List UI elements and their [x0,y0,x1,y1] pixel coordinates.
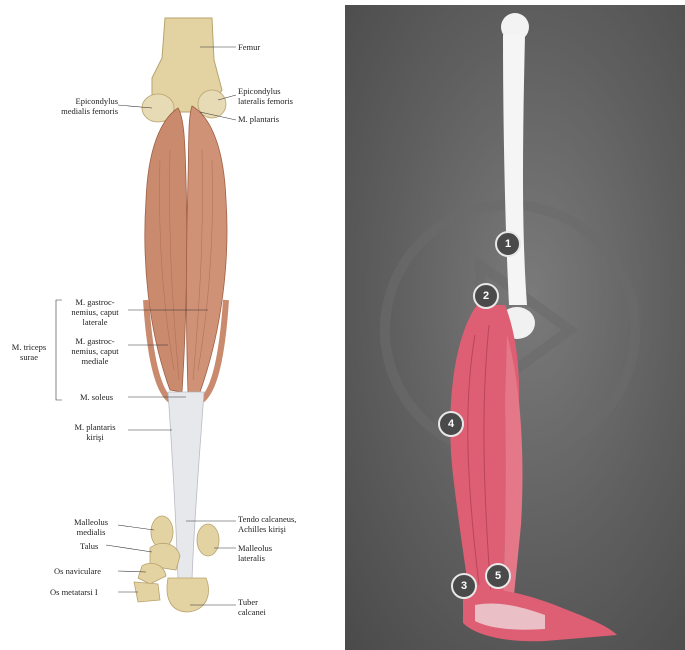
label-femur: Femur [238,42,260,52]
calcaneus-bone [167,578,209,612]
marker-3[interactable]: 3 [451,573,477,599]
label-tendo-calcaneus: Tendo calcaneus, Achilles kirişi [238,514,296,534]
3d-leg-model [345,5,685,650]
label-malleolus-lateralis: Malleolus lateralis [238,543,272,563]
label-m-soleus: M. soleus [80,392,113,402]
label-triceps-surae: M. triceps surae [4,342,54,362]
label-tuber-calcanei: Tuber calcanei [238,597,266,617]
label-epicondylus-medialis: Epicondylus medialis femoris [44,96,118,116]
condyle-lateral [198,90,226,118]
3d-model-viewer[interactable]: 1 2 3 4 5 [345,5,685,650]
label-gastrocnemius-mediale: M. gastroc- nemius, caput mediale [62,336,128,366]
malleolus-lateral [197,524,219,556]
anatomy-illustration-posterior-leg: Femur Epicondylus medialis femoris Epico… [0,0,335,650]
marker-2[interactable]: 2 [473,283,499,309]
label-gastrocnemius-laterale: M. gastroc- nemius, caput laterale [62,297,128,327]
marker-4[interactable]: 4 [438,411,464,437]
label-os-metatarsi: Os metatarsi I [50,587,98,597]
label-malleolus-medialis: Malleolus medialis [64,517,118,537]
femur-shaft [503,35,527,305]
marker-5[interactable]: 5 [485,563,511,589]
marker-1[interactable]: 1 [495,231,521,257]
label-os-naviculare: Os naviculare [54,566,101,576]
label-plantaris-kirisi: M. plantaris kirişi [62,422,128,442]
shin-muscle [503,335,522,605]
label-epicondylus-lateralis: Epicondylus lateralis femoris [238,86,293,106]
label-talus: Talus [80,541,98,551]
label-m-plantaris: M. plantaris [238,114,279,124]
